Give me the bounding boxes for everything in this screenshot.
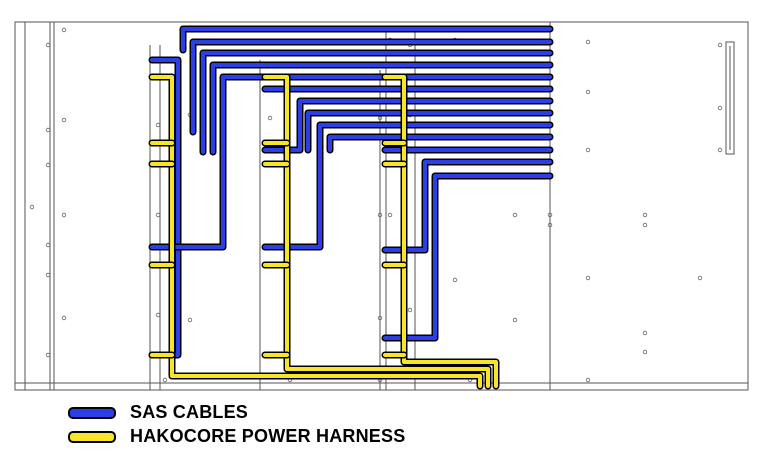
mounting-hole [29, 204, 35, 210]
mounting-hole [585, 39, 591, 45]
sas-cable-9 [306, 111, 552, 152]
mounting-hole [512, 212, 518, 218]
mounting-holes [29, 27, 723, 383]
mounting-hole [512, 317, 518, 323]
mounting-hole [642, 212, 648, 218]
mounting-hole [61, 212, 67, 218]
sas-cable-5 [211, 63, 552, 154]
mounting-hole [387, 212, 393, 218]
mounting-hole [155, 212, 161, 218]
mounting-hole [61, 117, 67, 123]
sas-cable-4 [201, 51, 552, 154]
sas-cable-10 [263, 123, 552, 249]
mounting-hole [377, 212, 383, 218]
chassis-outline [14, 21, 749, 391]
power-harness-segment-6 [263, 75, 490, 388]
mounting-hole [377, 315, 383, 321]
mounting-hole [585, 147, 591, 153]
sas-cable-11 [328, 135, 552, 152]
sas-cable-2 [181, 27, 552, 52]
legend-label-power-harness: HAKOCORE POWER HARNESS [130, 426, 406, 446]
mounting-hole [45, 162, 51, 168]
mounting-hole [717, 42, 723, 48]
power-harness-segment-11 [383, 75, 498, 388]
mounting-hole [717, 105, 723, 111]
mounting-hole [585, 377, 591, 383]
sas-cable-8 [263, 99, 552, 152]
mounting-hole [162, 377, 168, 383]
mounting-hole [45, 242, 51, 248]
mounting-hole [547, 222, 553, 228]
mounting-hole [45, 272, 51, 278]
legend-label-sas-cables: SAS CABLES [130, 402, 249, 422]
chassis-cable-diagram [14, 21, 749, 391]
mounting-hole [61, 315, 67, 321]
mounting-hole [187, 317, 193, 323]
sas-cable-14-outline [381, 172, 554, 342]
sas-cable-14 [383, 174, 552, 340]
legend-item-sas-cables: SAS CABLES [68, 402, 248, 423]
mounting-hole [61, 27, 67, 33]
mounting-hole [642, 222, 648, 228]
mounting-hole [585, 275, 591, 281]
mounting-hole [697, 275, 703, 281]
power-harness-segment-1 [150, 75, 482, 388]
mounting-hole [642, 330, 648, 336]
mounting-hole [155, 312, 161, 318]
mounting-hole [45, 352, 51, 358]
mounting-hole [585, 89, 591, 95]
mounting-hole [407, 307, 413, 313]
mounting-hole [717, 147, 723, 153]
mounting-hole [45, 42, 51, 48]
mounting-hole [642, 349, 648, 355]
mounting-hole [452, 277, 458, 283]
blue-cable-swatch-icon [68, 406, 116, 419]
sas-cable-9-outline [304, 109, 554, 154]
legend-item-power-harness: HAKOCORE POWER HARNESS [68, 426, 405, 447]
sas-cable-3 [191, 40, 552, 134]
mounting-hole [267, 115, 273, 121]
mounting-hole [155, 122, 161, 128]
yellow-cable-swatch-icon [68, 430, 116, 443]
cable-routing [148, 25, 554, 390]
mounting-hole [45, 127, 51, 133]
mounting-hole [547, 212, 553, 218]
